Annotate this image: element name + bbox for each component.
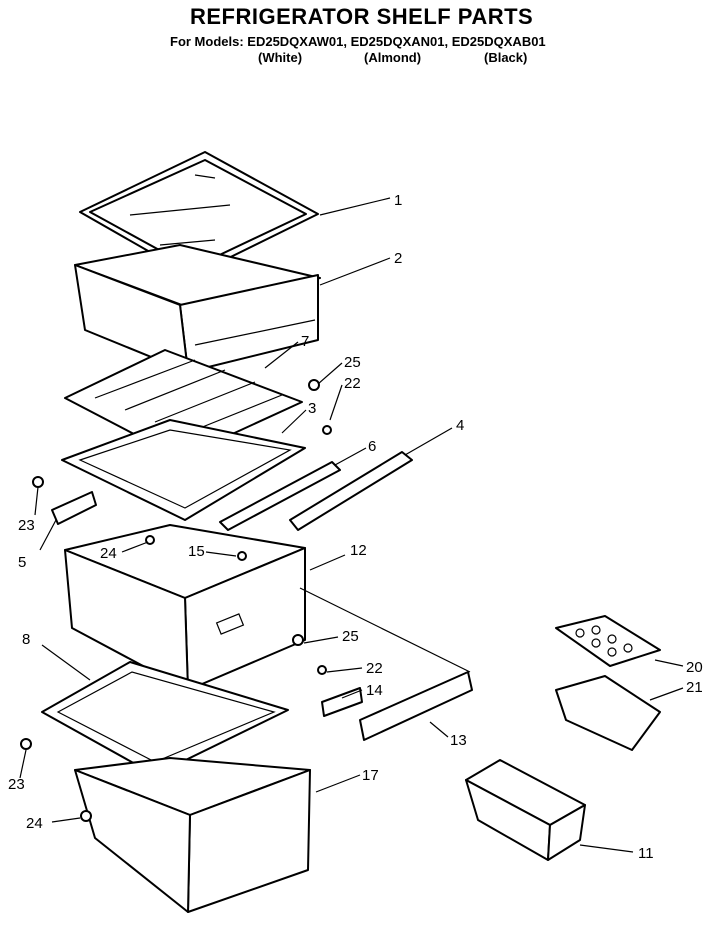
callout-8: 8 (22, 631, 30, 648)
callout-25-lower: 25 (342, 628, 359, 645)
part-24-lower-hardware (80, 810, 92, 822)
callout-22-upper: 22 (344, 375, 361, 392)
callout-23-upper: 23 (18, 517, 35, 534)
callout-20: 20 (686, 659, 703, 676)
part-23-upper-hardware (32, 476, 44, 488)
part-25-lower-hardware (292, 634, 304, 646)
callout-2: 2 (394, 250, 402, 267)
callout-4: 4 (456, 417, 464, 434)
variant-black: (Black) (484, 50, 528, 65)
callout-13: 13 (450, 732, 467, 749)
part-25-upper-hardware (308, 379, 320, 391)
part-3-frame (61, 419, 306, 521)
part-4-rail (289, 451, 413, 531)
callout-24-lower: 24 (26, 815, 43, 832)
model-list: For Models: ED25DQXAW01, ED25DQXAN01, ED… (170, 34, 546, 49)
callout-14: 14 (366, 682, 383, 699)
part-23-lower-hardware (20, 738, 32, 750)
part-2-cover-frame (74, 244, 321, 373)
part-21-egg-bin (555, 675, 661, 751)
part-22-lower-hardware (317, 665, 327, 675)
callout-22-lower: 22 (366, 660, 383, 677)
part-17-lower-pan (74, 757, 311, 913)
part-8-shelf (41, 661, 289, 776)
callout-12: 12 (350, 542, 367, 559)
part-12-pan (64, 524, 306, 691)
part-22-upper-hardware (322, 425, 332, 435)
callout-17: 17 (362, 767, 379, 784)
callout-23-lower: 23 (8, 776, 25, 793)
part-5-bracket (51, 491, 97, 525)
callout-3: 3 (308, 400, 316, 417)
page-title: REFRIGERATOR SHELF PARTS (190, 4, 534, 29)
callout-25-upper: 25 (344, 354, 361, 371)
callout-7: 7 (301, 333, 309, 350)
part-11-bin (465, 759, 586, 861)
leader-lines (19, 197, 684, 853)
part-15-hardware (237, 551, 247, 561)
callout-labels: 1 2 7 25 22 3 4 6 23 5 24 15 12 8 25 22 … (8, 192, 703, 862)
part-14-slide (321, 687, 363, 717)
variant-almond: (Almond) (364, 50, 422, 65)
callout-6: 6 (368, 438, 376, 455)
part-6-rail (219, 461, 341, 531)
callout-1: 1 (394, 192, 402, 209)
callout-24-upper: 24 (100, 545, 117, 562)
part-20-egg-tray (555, 615, 661, 667)
callout-5: 5 (18, 554, 26, 571)
callout-21: 21 (686, 679, 703, 696)
callout-11: 11 (638, 845, 654, 862)
variant-white: (White) (258, 50, 303, 65)
callout-15: 15 (188, 543, 205, 560)
part-13-cover-plate (359, 671, 473, 741)
